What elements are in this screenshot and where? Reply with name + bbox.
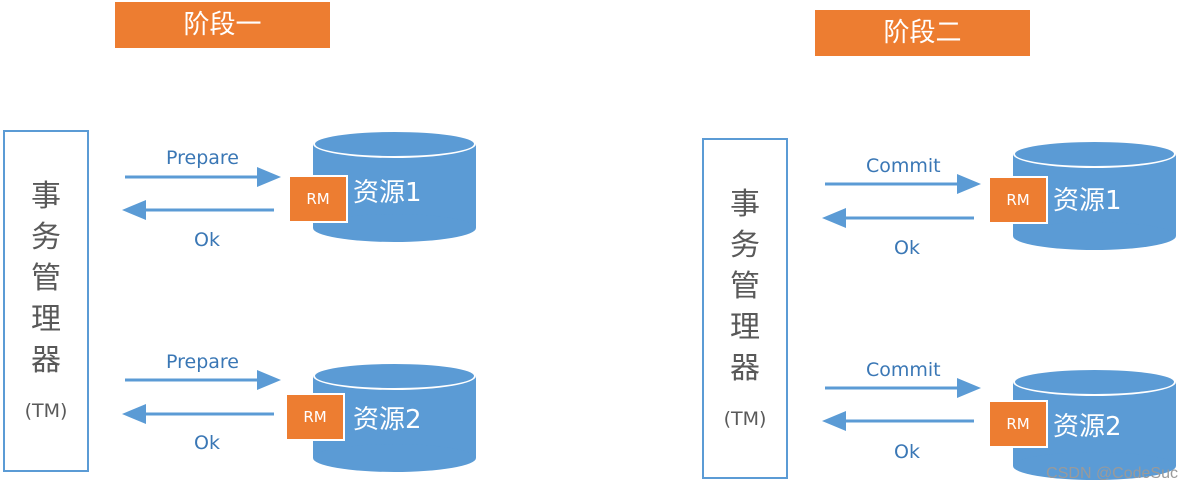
resource-name: 资源2 xyxy=(353,405,422,435)
phase-2-resource-1-response-arrow xyxy=(822,208,974,228)
phase-1-resource-2-request-arrow xyxy=(125,370,281,390)
phase-1-resource-2-request-label: Prepare xyxy=(166,351,239,373)
tm-name: 事 务 管 理 器 xyxy=(704,184,786,389)
tm-char: 事 xyxy=(31,179,61,214)
phase-1-resource-1-request-arrow xyxy=(125,167,281,187)
phase-1-resource-1-response-arrow xyxy=(122,200,274,220)
cylinder-top xyxy=(313,362,476,390)
resource-name: 资源2 xyxy=(1053,412,1122,442)
cylinder-top xyxy=(1013,140,1176,168)
phase-2-resource-1-rm: RM xyxy=(988,176,1048,224)
phase-1-resource-2-response-label: Ok xyxy=(194,432,220,454)
tm-name: 事 务 管 理 器 xyxy=(5,176,87,381)
resource-name: 资源1 xyxy=(353,178,422,208)
cylinder-bottom xyxy=(1013,452,1176,480)
watermark: CSDN @CodeSuc xyxy=(1046,465,1178,482)
phase-2-resource-1-request-label: Commit xyxy=(866,155,941,177)
phase-2-resource-2-request-arrow xyxy=(825,378,981,398)
tm-abbr: (TM) xyxy=(723,408,767,430)
tm-char: 务 xyxy=(31,220,61,255)
cylinder-bottom xyxy=(313,444,476,472)
phase-1-transaction-manager: 事 务 管 理 器 (TM) xyxy=(3,130,89,472)
phase-1-title: 阶段一 xyxy=(115,2,330,48)
phase-1-resource-2-rm: RM xyxy=(285,393,345,441)
tm-char: 管 xyxy=(31,261,61,296)
tm-char: 器 xyxy=(730,351,760,386)
phase-2-resource-1-response-label: Ok xyxy=(894,237,920,259)
resource-name: 资源1 xyxy=(1053,186,1122,216)
phase-2-resource-2-rm: RM xyxy=(988,400,1048,448)
tm-char: 务 xyxy=(730,228,760,263)
tm-char: 器 xyxy=(31,343,61,378)
phase-1-resource-2-response-arrow xyxy=(122,404,274,424)
tm-char: 管 xyxy=(730,269,760,304)
cylinder-top xyxy=(313,130,476,158)
phase-2-resource-1-request-arrow xyxy=(825,174,981,194)
cylinder-bottom xyxy=(1013,222,1176,250)
tm-char: 理 xyxy=(31,302,61,337)
phase-2-resource-2-database: 资源2 xyxy=(1013,368,1176,480)
cylinder-top xyxy=(1013,368,1176,396)
phase-2-title: 阶段二 xyxy=(815,10,1030,56)
phase-2-transaction-manager: 事 务 管 理 器 (TM) xyxy=(702,138,788,479)
phase-2-resource-2-response-label: Ok xyxy=(894,441,920,463)
tm-char: 事 xyxy=(730,187,760,222)
phase-1-resource-1-response-label: Ok xyxy=(194,229,220,251)
phase-2-resource-2-response-arrow xyxy=(822,411,974,431)
phase-2-resource-2-request-label: Commit xyxy=(866,359,941,381)
phase-1-resource-1-rm: RM xyxy=(288,175,348,223)
phase-1-resource-1-request-label: Prepare xyxy=(166,147,239,169)
tm-abbr: (TM) xyxy=(24,400,68,422)
tm-char: 理 xyxy=(730,310,760,345)
